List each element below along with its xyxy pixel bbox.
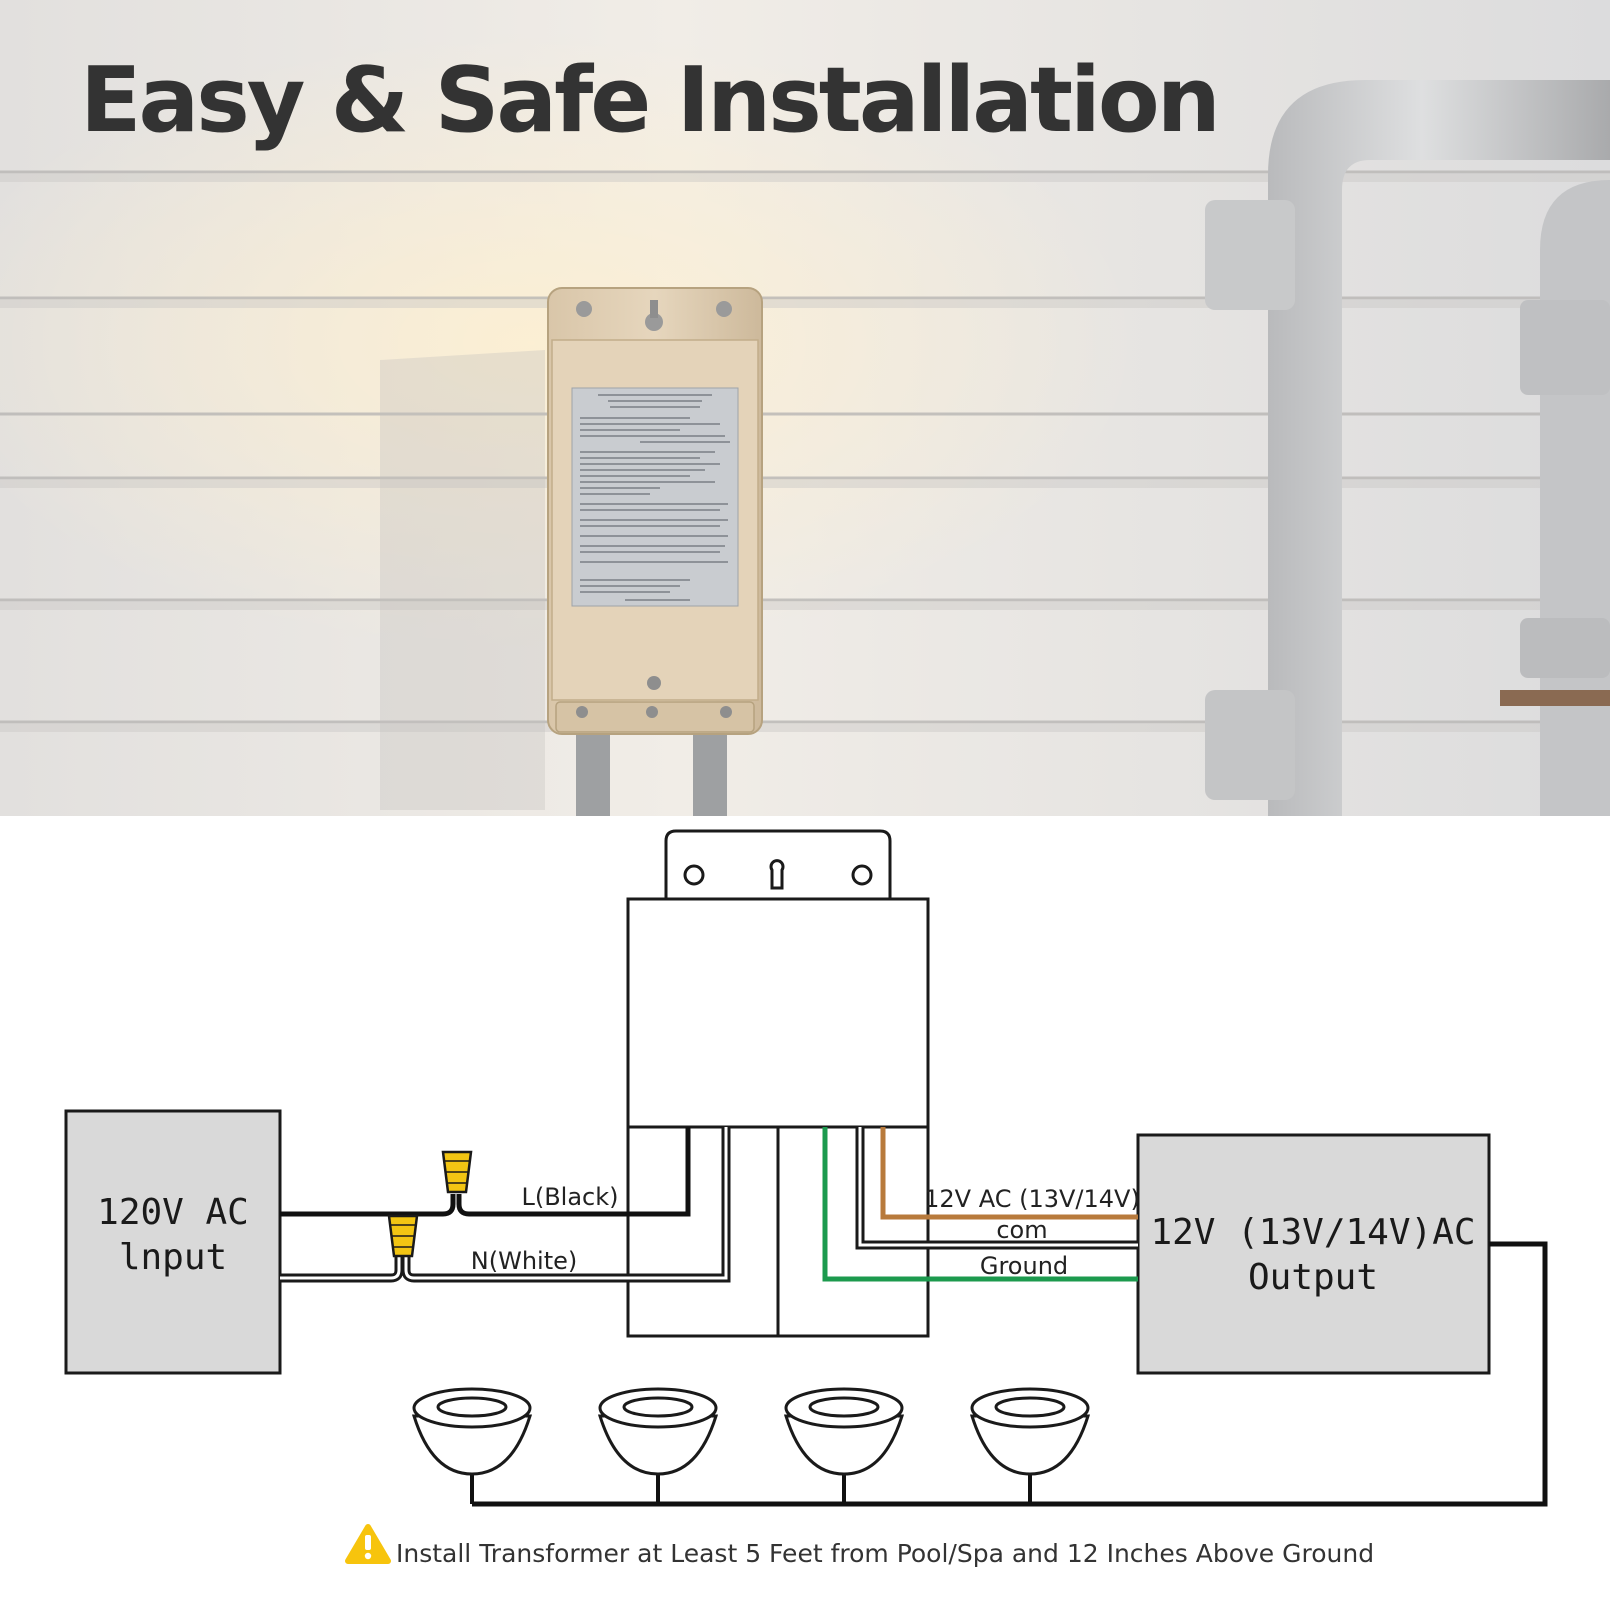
pool-light-icon (411, 1387, 533, 1504)
output-box-line1: 12V (13V/14V)AC (1150, 1212, 1475, 1253)
output-wire (880, 1127, 1138, 1220)
wire-nut-icon (441, 1150, 473, 1194)
mounting-hole-left (683, 864, 705, 886)
input-box: 120V AC lnput (64, 1109, 282, 1375)
output-box-line2: Output (1248, 1257, 1378, 1298)
pool-light-icon (969, 1387, 1091, 1504)
label-ground-wire: Ground (980, 1252, 1068, 1280)
output-box: 12V (13V/14V)AC Output (1136, 1133, 1491, 1375)
wiring-diagram: 120V AC lnput 12V (13V/14V)AC Output L(B… (64, 829, 1548, 1568)
input-box-line1: 120V AC (97, 1192, 249, 1233)
siding-shadows (0, 174, 1610, 732)
light-circuit-wire (472, 1241, 1548, 1507)
transformer-upper-body (626, 897, 930, 1129)
input-box-line2: lnput (119, 1237, 227, 1278)
transformer-outline (626, 829, 930, 1338)
mounting-bracket (664, 829, 892, 899)
pool-light-icon (597, 1387, 719, 1504)
pipe (1205, 80, 1610, 816)
pool-lights (411, 1387, 1091, 1504)
neutral-wire (280, 1127, 731, 1283)
pool-light-icon (783, 1387, 905, 1504)
warning-triangle-icon (345, 1524, 391, 1564)
label-neutral-wire: N(White) (471, 1247, 577, 1275)
label-line-wire: L(Black) (521, 1183, 618, 1211)
common-wire (855, 1127, 1138, 1250)
page-title: Easy & Safe Installation (80, 48, 1221, 153)
transformer-photo (547, 287, 763, 816)
line-wire (280, 1127, 691, 1217)
box-shadow (380, 350, 545, 810)
label-common-wire: com (996, 1216, 1047, 1244)
installation-note: Install Transformer at Least 5 Feet from… (396, 1539, 1374, 1568)
label-output-wire: 12V AC (13V/14V) (924, 1185, 1140, 1213)
keyhole-icon (769, 859, 785, 890)
mounting-hole-right (851, 864, 873, 886)
installation-photo (0, 0, 1610, 816)
ground-wire (822, 1127, 1138, 1282)
wire-nut-icon (387, 1214, 419, 1258)
